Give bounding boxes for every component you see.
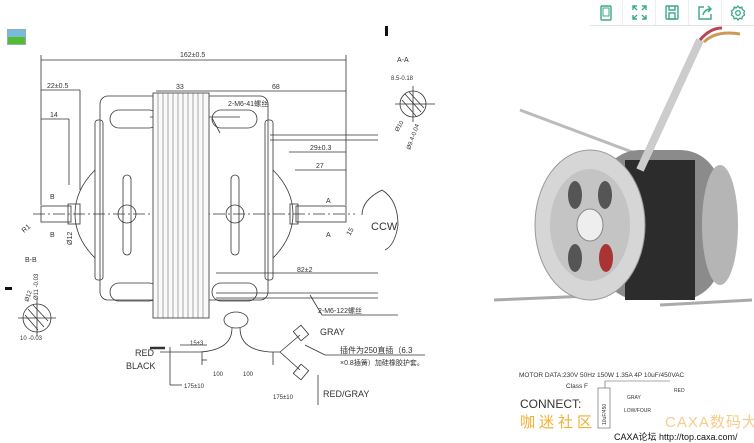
gear-icon bbox=[730, 4, 746, 21]
mark-a-bottom: A bbox=[326, 232, 331, 239]
dim-100b: 100 bbox=[243, 372, 254, 378]
sec-b-dim-1: Ø11 -0.03 bbox=[34, 273, 40, 300]
wire-low: LOW/FOUR bbox=[624, 408, 651, 414]
share-button[interactable] bbox=[689, 0, 722, 25]
expand-icon bbox=[631, 5, 647, 20]
wire-gray: GRAY bbox=[627, 395, 641, 401]
wire-red: RED bbox=[674, 388, 685, 394]
wire-note-2: ×0.8插簧）加硅橡胶护套。 bbox=[340, 358, 424, 367]
dim-r1: R1 bbox=[21, 223, 32, 234]
rotation-label: CCW bbox=[371, 221, 398, 233]
dim-33: 33 bbox=[176, 84, 184, 91]
cursor-mark bbox=[5, 287, 12, 290]
dim-15: 15±3 bbox=[190, 341, 204, 347]
section-a-label: A-A bbox=[397, 57, 409, 64]
wire-black-label: BLACK bbox=[126, 361, 156, 371]
share-icon bbox=[697, 5, 712, 20]
stator-laminations bbox=[152, 92, 210, 319]
fullscreen-button[interactable] bbox=[623, 0, 656, 25]
sec-b-dim-3: 10 -0.03 bbox=[20, 336, 43, 342]
tablet-view-button[interactable] bbox=[590, 0, 623, 25]
watermark-left: 咖迷社区 bbox=[520, 414, 597, 431]
screw-top-label: 2-M6-41螺丝 bbox=[228, 99, 268, 108]
motor-class: Class F bbox=[566, 383, 588, 390]
dim-29: 29±0.3 bbox=[310, 145, 331, 152]
save-button[interactable] bbox=[656, 0, 689, 25]
mark-b-bottom: B bbox=[50, 232, 55, 239]
motor-data-line: MOTOR DATA:230V 50Hz 150W 1.35A 4P 10uF/… bbox=[519, 372, 685, 379]
dim-100a: 100 bbox=[213, 372, 224, 378]
dim-dia12: Ø12 bbox=[67, 232, 74, 245]
dim-175b: 175±10 bbox=[273, 395, 294, 401]
watermark-center[interactable]: CAXA论坛 http://top.caxa.com/ bbox=[614, 432, 738, 442]
dim-22: 22±0.5 bbox=[47, 83, 68, 90]
sec-a-dim-1: 8.5-0.18 bbox=[391, 76, 414, 82]
wire-note-1: 插件为250直插（6.3 bbox=[340, 345, 413, 355]
capacitor-label: 10uF/450 bbox=[602, 404, 608, 425]
dim-r15: 15 bbox=[346, 227, 356, 237]
connect-label: CONNECT: bbox=[520, 397, 581, 411]
dim-27: 27 bbox=[316, 163, 324, 170]
mark-b-top: B bbox=[50, 194, 55, 201]
wire-gray-label: GRAY bbox=[320, 327, 345, 337]
dim-82: 82±2 bbox=[297, 267, 313, 274]
sec-b-dim-2: Ø12 bbox=[24, 289, 34, 302]
tablet-icon bbox=[600, 4, 612, 21]
viewer-toolbar bbox=[590, 0, 754, 26]
watermark-right: CAXA数码大方 bbox=[665, 414, 754, 431]
dim-175a: 175±10 bbox=[184, 384, 205, 390]
save-icon bbox=[665, 5, 679, 20]
wire-red-gray-label: RED/GRAY bbox=[323, 389, 369, 399]
motor-spec-label: MOTOR DATA:230V 50Hz 150W 1.35A 4P 10uF/… bbox=[519, 372, 685, 429]
settings-button[interactable] bbox=[722, 0, 754, 25]
motor-photo[interactable] bbox=[493, 26, 753, 307]
dim-14: 14 bbox=[50, 112, 58, 119]
mark-a-top: A bbox=[326, 198, 331, 205]
screw-bottom-label: 2-M6-122螺丝 bbox=[318, 306, 362, 315]
section-b-label: B-B bbox=[25, 257, 37, 264]
cursor-mark bbox=[385, 26, 388, 36]
image-thumbnail-icon[interactable] bbox=[7, 29, 26, 45]
sec-a-dim-2: Ø10 bbox=[395, 120, 406, 133]
wire-red-label: RED bbox=[135, 348, 155, 358]
sec-a-dim-3: Ø9.4-0.04 bbox=[406, 123, 421, 151]
dimension-labels: 162±0.5 22±0.5 14 33 68 2-M6-41螺丝 29±0.3… bbox=[20, 52, 424, 401]
dim-68: 68 bbox=[272, 84, 280, 91]
dim-overall: 162±0.5 bbox=[180, 52, 205, 59]
